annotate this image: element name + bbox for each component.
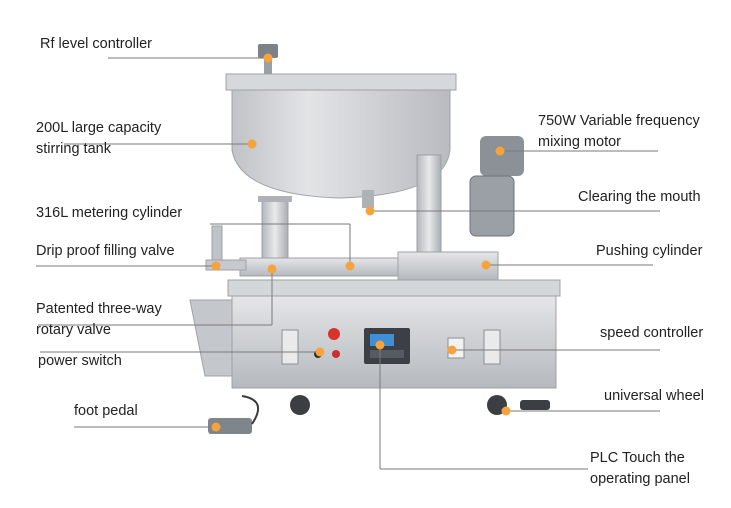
label-plc-panel: PLC Touch the operating panel bbox=[590, 448, 690, 490]
mixing-motor-part bbox=[469, 136, 524, 237]
marker-tank bbox=[247, 139, 257, 149]
label-metering-cylinder: 316L metering cylinder bbox=[36, 205, 183, 221]
marker-metering-cylinder bbox=[345, 261, 355, 271]
label-mixing-motor-line1: 750W Variable frequency bbox=[538, 113, 700, 129]
label-plc-panel-line1: PLC Touch the bbox=[590, 450, 685, 466]
label-stirring-tank: 200L large capacity stirring tank bbox=[36, 118, 161, 160]
marker-motor bbox=[495, 146, 505, 156]
label-rotary-valve: Patented three-way rotary valve bbox=[36, 299, 162, 341]
marker-rotary-valve bbox=[267, 264, 277, 274]
metering-cylinder-part bbox=[258, 196, 292, 261]
marker-rf-level bbox=[263, 53, 273, 63]
leader-lines bbox=[36, 57, 660, 470]
label-clearing-mouth: Clearing the mouth bbox=[578, 189, 701, 205]
label-plc-panel-line2: operating panel bbox=[590, 471, 690, 487]
wheels bbox=[290, 395, 550, 415]
label-rf-level-controller: Rf level controller bbox=[40, 36, 153, 52]
filling-valve-part bbox=[205, 225, 247, 271]
label-filling-valve: Drip proof filling valve bbox=[36, 243, 175, 259]
marker-pushing-cylinder bbox=[481, 260, 491, 270]
label-power-switch: power switch bbox=[38, 353, 122, 369]
marker-power-switch bbox=[315, 347, 325, 357]
marker-speed-controller bbox=[447, 345, 457, 355]
label-rotary-valve-line2: rotary valve bbox=[36, 322, 111, 338]
label-universal-wheel: universal wheel bbox=[604, 388, 704, 404]
label-mixing-motor: 750W Variable frequency mixing motor bbox=[538, 111, 700, 153]
stirring-tank-part bbox=[225, 73, 457, 208]
marker-foot-pedal bbox=[211, 422, 221, 432]
metering-barrel bbox=[239, 257, 401, 277]
marker-clearing-mouth bbox=[365, 206, 375, 216]
label-foot-pedal: foot pedal bbox=[74, 403, 138, 419]
marker-universal-wheel bbox=[501, 406, 511, 416]
label-mixing-motor-line2: mixing motor bbox=[538, 134, 621, 150]
marker-filling-valve bbox=[211, 261, 221, 271]
marker-plc-panel bbox=[375, 340, 385, 350]
rf-level-controller-part bbox=[258, 44, 278, 74]
plc-panel-part bbox=[364, 328, 410, 364]
marker-dots bbox=[211, 53, 511, 432]
label-stirring-tank-line1: 200L large capacity bbox=[36, 120, 162, 136]
label-stirring-tank-line2: stirring tank bbox=[36, 141, 111, 157]
label-speed-controller: speed controller bbox=[600, 325, 704, 341]
label-pushing-cylinder: Pushing cylinder bbox=[596, 243, 703, 259]
label-rotary-valve-line1: Patented three-way bbox=[36, 301, 162, 317]
